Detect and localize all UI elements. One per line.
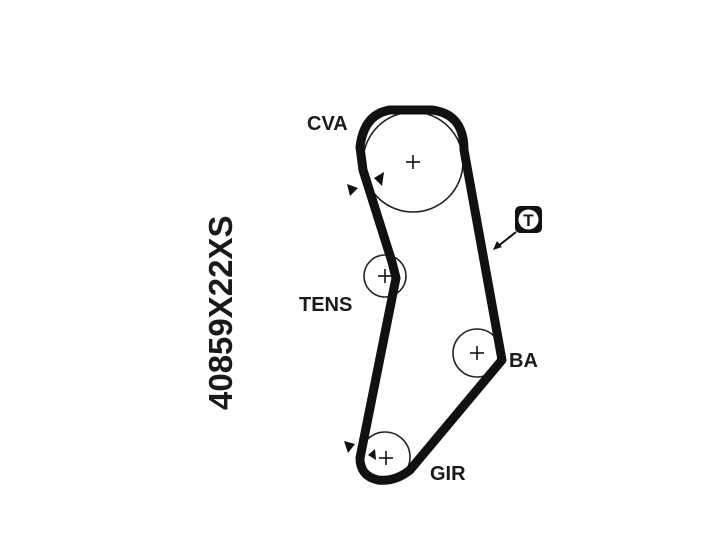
cva-timing-arrow-outer	[347, 184, 358, 196]
gir-label: GIR	[430, 463, 466, 485]
part-number: 40859X22XS	[202, 215, 239, 410]
cva-timing-arrow-inner	[374, 172, 384, 186]
timing-belt	[355, 105, 507, 485]
tens-label: TENS	[299, 294, 352, 316]
cva-label: CVA	[307, 113, 348, 135]
ba-label: BA	[509, 350, 538, 372]
gir-timing-arrow-inner	[368, 449, 376, 460]
cva-center-mark	[406, 155, 420, 169]
ba-center-mark	[470, 346, 484, 360]
gir-timing-arrow-outer	[344, 441, 355, 453]
tens-center-mark	[378, 269, 392, 283]
tension-marker-icon: T	[493, 206, 542, 250]
tension-marker-letter: T	[523, 211, 534, 230]
gir-center-mark	[379, 451, 393, 465]
